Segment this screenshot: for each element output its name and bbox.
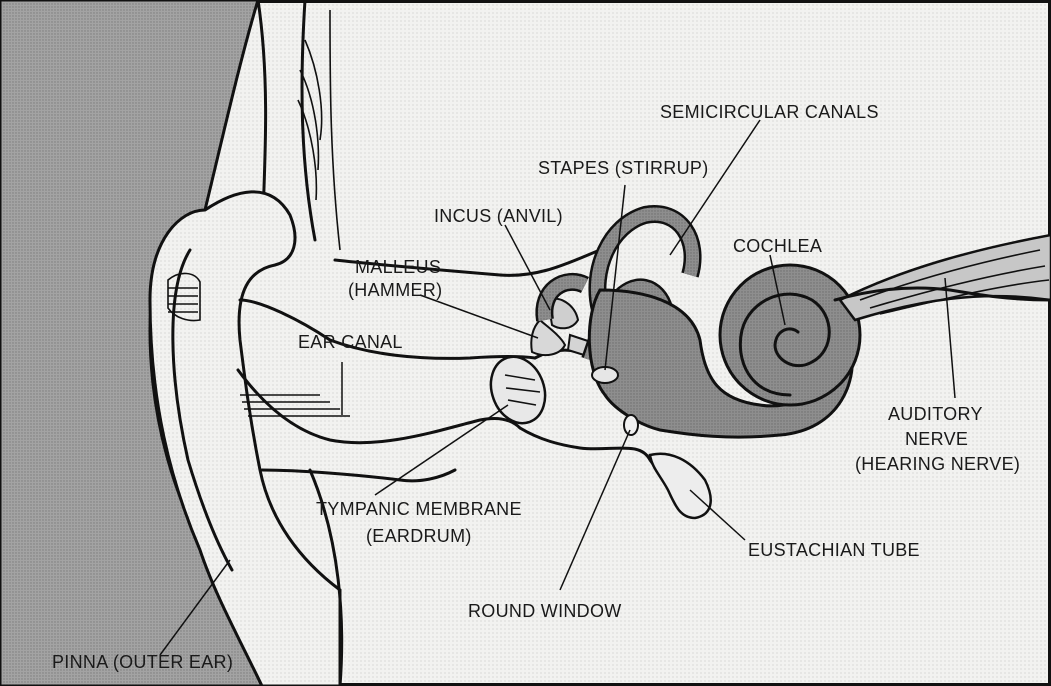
label-auditory-3: (HEARING NERVE) — [855, 454, 1020, 474]
label-auditory-1: AUDITORY — [888, 404, 983, 424]
label-malleus-1: MALLEUS — [355, 257, 441, 277]
label-malleus-2: (HAMMER) — [348, 280, 442, 300]
label-semicircular-canals: SEMICIRCULAR CANALS — [660, 102, 879, 122]
label-round-window: ROUND WINDOW — [468, 601, 622, 621]
label-eustachian: EUSTACHIAN TUBE — [748, 540, 920, 560]
label-ear-canal: EAR CANAL — [298, 332, 403, 352]
label-tympanic-1: TYMPANIC MEMBRANE — [316, 499, 522, 519]
label-incus: INCUS (ANVIL) — [434, 206, 563, 226]
label-auditory-2: NERVE — [905, 429, 968, 449]
label-cochlea: COCHLEA — [733, 236, 822, 256]
label-pinna: PINNA (OUTER EAR) — [52, 652, 233, 672]
label-tympanic-2: (EARDRUM) — [366, 526, 472, 546]
label-stapes: STAPES (STIRRUP) — [538, 158, 708, 178]
